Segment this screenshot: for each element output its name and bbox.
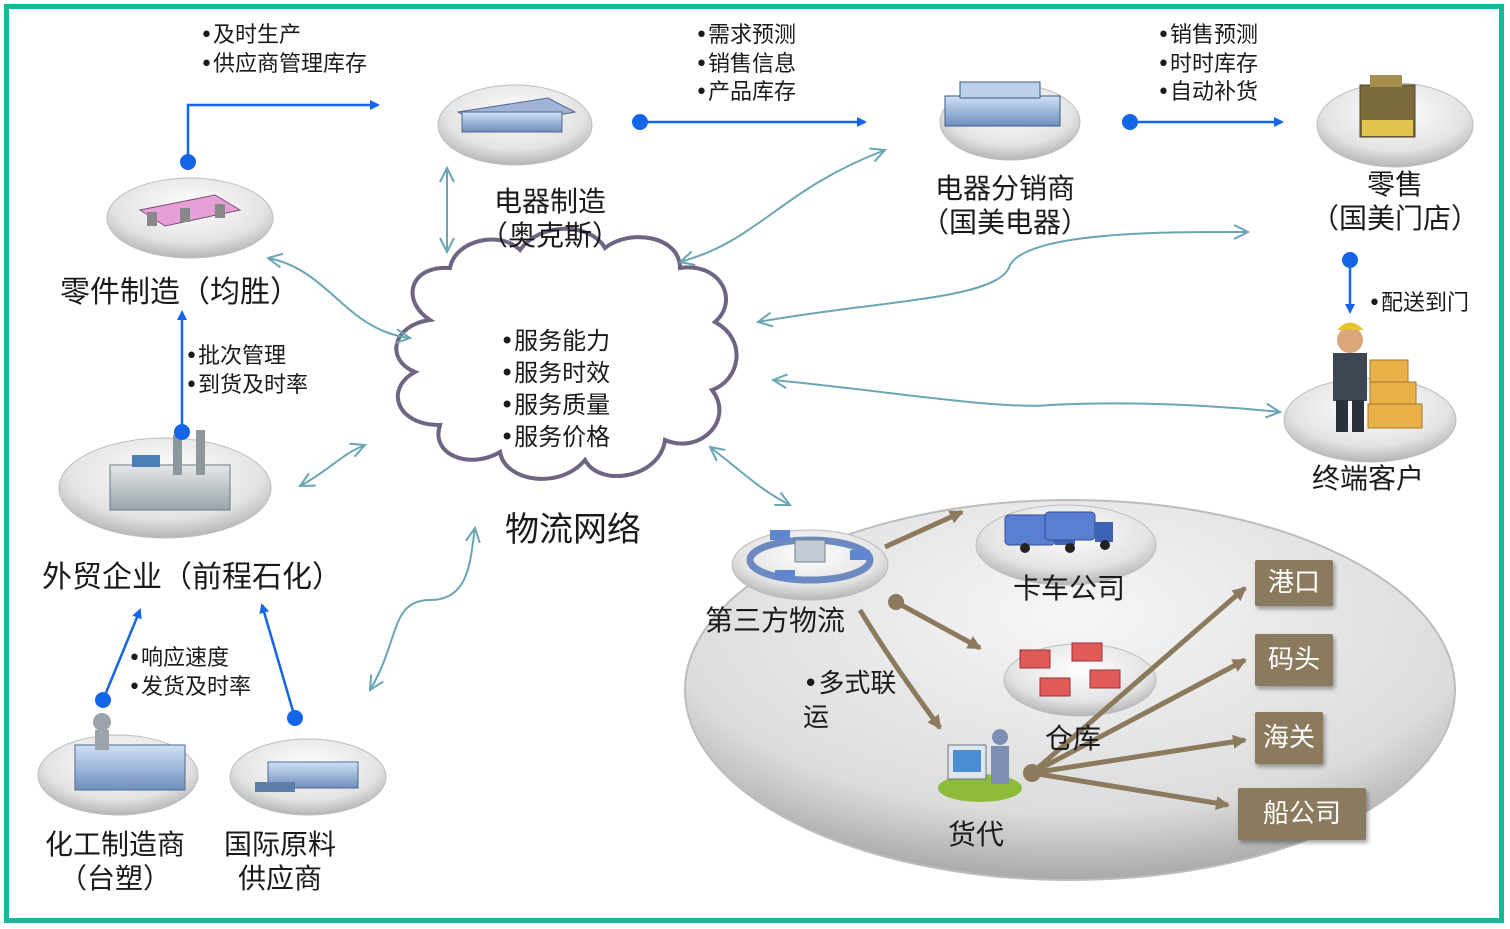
chemical-maker-name: 化工制造商 bbox=[44, 828, 185, 861]
raw-material-label: 国际原料 供应商 bbox=[205, 828, 355, 895]
parts-factory-icon bbox=[138, 194, 242, 227]
appliance-maker-label: 电器制造 （奥克斯） bbox=[460, 185, 640, 252]
annotation-item: •需求预测 bbox=[695, 23, 796, 48]
truck-company-label: 卡车公司 bbox=[1013, 572, 1126, 605]
annotation-item: •发货及时率 bbox=[128, 674, 251, 700]
destination-dock: 码头 bbox=[1255, 634, 1333, 686]
blue-flow-dots bbox=[95, 114, 1358, 726]
distributor-building-icon bbox=[944, 81, 1061, 127]
brown-flow-arrows bbox=[857, 509, 1247, 810]
blue-flow-arrows bbox=[101, 100, 1355, 719]
annotation-item: •供应商管理库存 bbox=[200, 51, 367, 77]
appliance-maker-company: （奥克斯） bbox=[479, 218, 620, 252]
annotation-retail-to-customer: •配送到门 bbox=[1368, 290, 1469, 319]
annotation-multimodal: •多式联 运 bbox=[803, 668, 896, 736]
cloud-service-item: •服务质量 bbox=[500, 391, 611, 419]
annotation-appliance-to-distributor: •需求预测 •销售信息 •产品库存 bbox=[695, 22, 796, 108]
retail-label: 零售 （国美门店） bbox=[1300, 168, 1490, 235]
retail-name: 零售 bbox=[1366, 168, 1423, 201]
chemical-maker-company: （台塑） bbox=[58, 861, 171, 895]
destination-customs: 海关 bbox=[1255, 712, 1323, 764]
annotation-item: •及时生产 bbox=[200, 23, 301, 48]
distributor-name: 电器分销商 bbox=[934, 172, 1075, 205]
raw-material-warehouse-icon bbox=[255, 761, 359, 792]
parts-maker-label: 零件制造（均胜） bbox=[60, 275, 300, 310]
annotation-item: •批次管理 bbox=[185, 344, 286, 369]
annotation-item: •响应速度 bbox=[128, 646, 229, 671]
appliance-maker-name: 电器制造 bbox=[493, 185, 606, 218]
distributor-label: 电器分销商 （国美电器） bbox=[905, 172, 1105, 239]
retail-company: （国美门店） bbox=[1310, 201, 1479, 235]
annotation-item: 运 bbox=[803, 702, 830, 733]
destination-shipping-company: 船公司 bbox=[1238, 788, 1366, 840]
annotation-distributor-to-retail: •销售预测 •时时库存 •自动补货 bbox=[1157, 22, 1258, 108]
annotation-foreign-to-parts: •批次管理 •到货及时率 bbox=[185, 343, 308, 400]
foreign-trade-label: 外贸企业（前程石化） bbox=[42, 560, 342, 595]
annotation-item: •产品库存 bbox=[695, 80, 796, 106]
cloud-service-list: •服务能力 •服务时效 •服务质量 •服务价格 bbox=[500, 325, 610, 453]
retail-office-icon bbox=[1359, 75, 1416, 138]
chemical-plant-icon bbox=[74, 713, 186, 791]
raw-material-line2: 供应商 bbox=[237, 861, 322, 895]
annotation-item: •到货及时率 bbox=[185, 372, 308, 398]
teal-link-arrows bbox=[268, 150, 1280, 690]
delivery-worker-icon bbox=[1333, 322, 1423, 432]
cloud-service-item: •服务能力 bbox=[500, 327, 611, 355]
brown-flow-dots bbox=[888, 594, 1041, 782]
chemical-maker-label: 化工制造商 （台塑） bbox=[25, 828, 205, 895]
appliance-factory-icon bbox=[456, 97, 577, 133]
annotation-item: •多式联 bbox=[803, 669, 897, 699]
cloud-service-item: •服务价格 bbox=[500, 423, 611, 451]
cloud-title: 物流网络 bbox=[505, 510, 641, 550]
annotation-chem-to-foreign: •响应速度 •发货及时率 bbox=[128, 645, 251, 702]
logistics-cloud bbox=[394, 226, 739, 481]
warehouse-label: 仓库 bbox=[1045, 722, 1102, 755]
logistics-hub-icon bbox=[746, 530, 874, 584]
annotation-item: •自动补货 bbox=[1157, 80, 1258, 106]
end-customer-label: 终端客户 bbox=[1312, 462, 1425, 495]
forwarder-computer-icon bbox=[938, 729, 1022, 802]
truck-icon bbox=[1004, 511, 1113, 553]
raw-material-line1: 国际原料 bbox=[223, 828, 336, 861]
distributor-company: （国美电器） bbox=[920, 205, 1089, 239]
forwarder-label: 货代 bbox=[948, 818, 1005, 851]
trade-factory-icon bbox=[109, 430, 231, 511]
annotation-item: •配送到门 bbox=[1368, 291, 1469, 316]
annotation-parts-to-appliance: •及时生产 •供应商管理库存 bbox=[200, 22, 367, 79]
annotation-item: •销售信息 bbox=[695, 51, 796, 77]
cloud-service-item: •服务时效 bbox=[500, 359, 611, 387]
third-party-logistics-label: 第三方物流 bbox=[705, 604, 846, 637]
annotation-item: •时时库存 bbox=[1157, 51, 1258, 77]
warehouse-pallets-icon bbox=[1019, 642, 1121, 697]
destination-port: 港口 bbox=[1255, 560, 1333, 606]
annotation-item: •销售预测 bbox=[1157, 23, 1258, 48]
